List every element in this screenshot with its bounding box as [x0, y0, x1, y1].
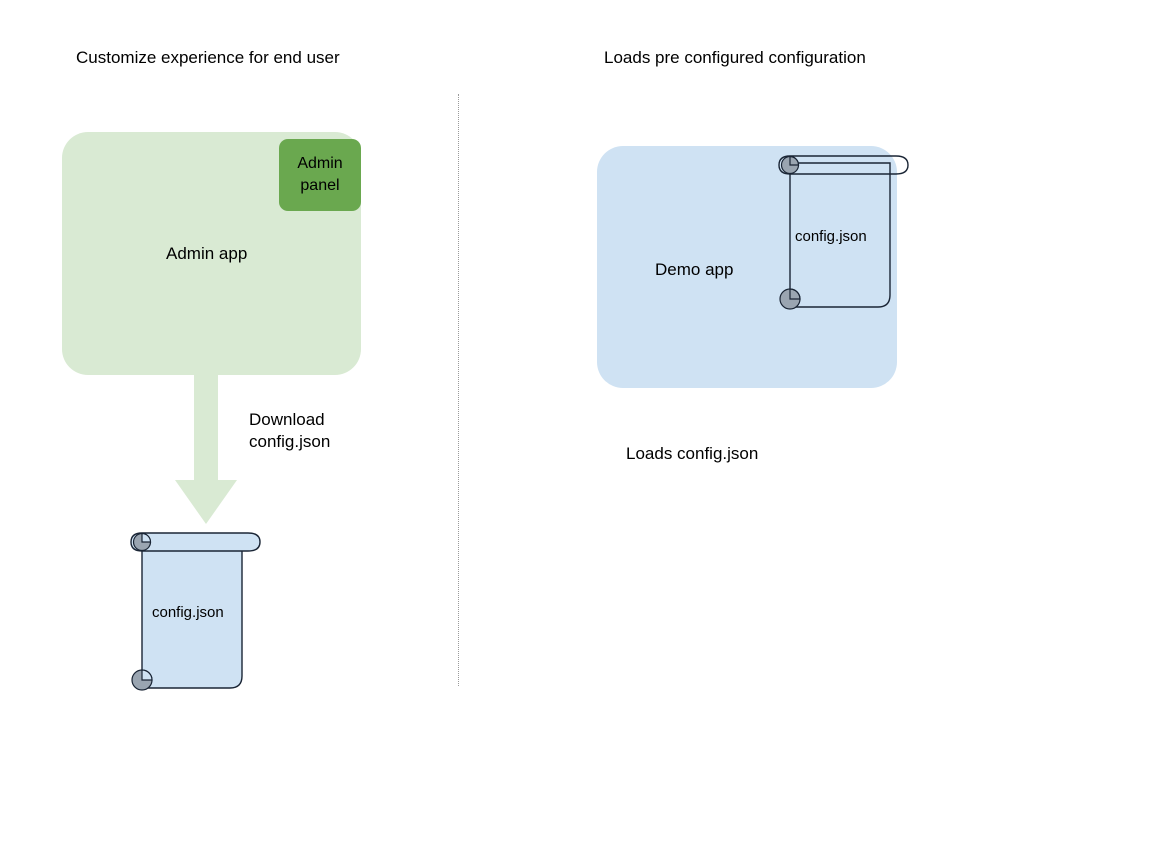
- config-json-document-left[interactable]: [120, 528, 266, 692]
- loads-config-caption: Loads config.json: [626, 444, 759, 463]
- admin-panel-chip-label: Admin panel: [297, 155, 343, 194]
- vertical-dotted-divider: [458, 94, 459, 686]
- download-arrow-label: Download config.json: [249, 410, 331, 451]
- demo-app-box: [597, 146, 897, 388]
- left-panel-title: Customize experience for end user: [76, 48, 340, 67]
- arrow-down-icon: [175, 372, 237, 524]
- admin-app-label: Admin app: [166, 244, 248, 263]
- config-json-document-right[interactable]: [768, 151, 914, 311]
- admin-panel-chip[interactable]: Admin panel: [279, 139, 361, 211]
- config-json-label-right: config.json: [795, 228, 867, 245]
- demo-app-label: Demo app: [655, 260, 734, 279]
- config-json-label-left: config.json: [152, 604, 224, 621]
- right-panel-title: Loads pre configured configuration: [604, 48, 866, 67]
